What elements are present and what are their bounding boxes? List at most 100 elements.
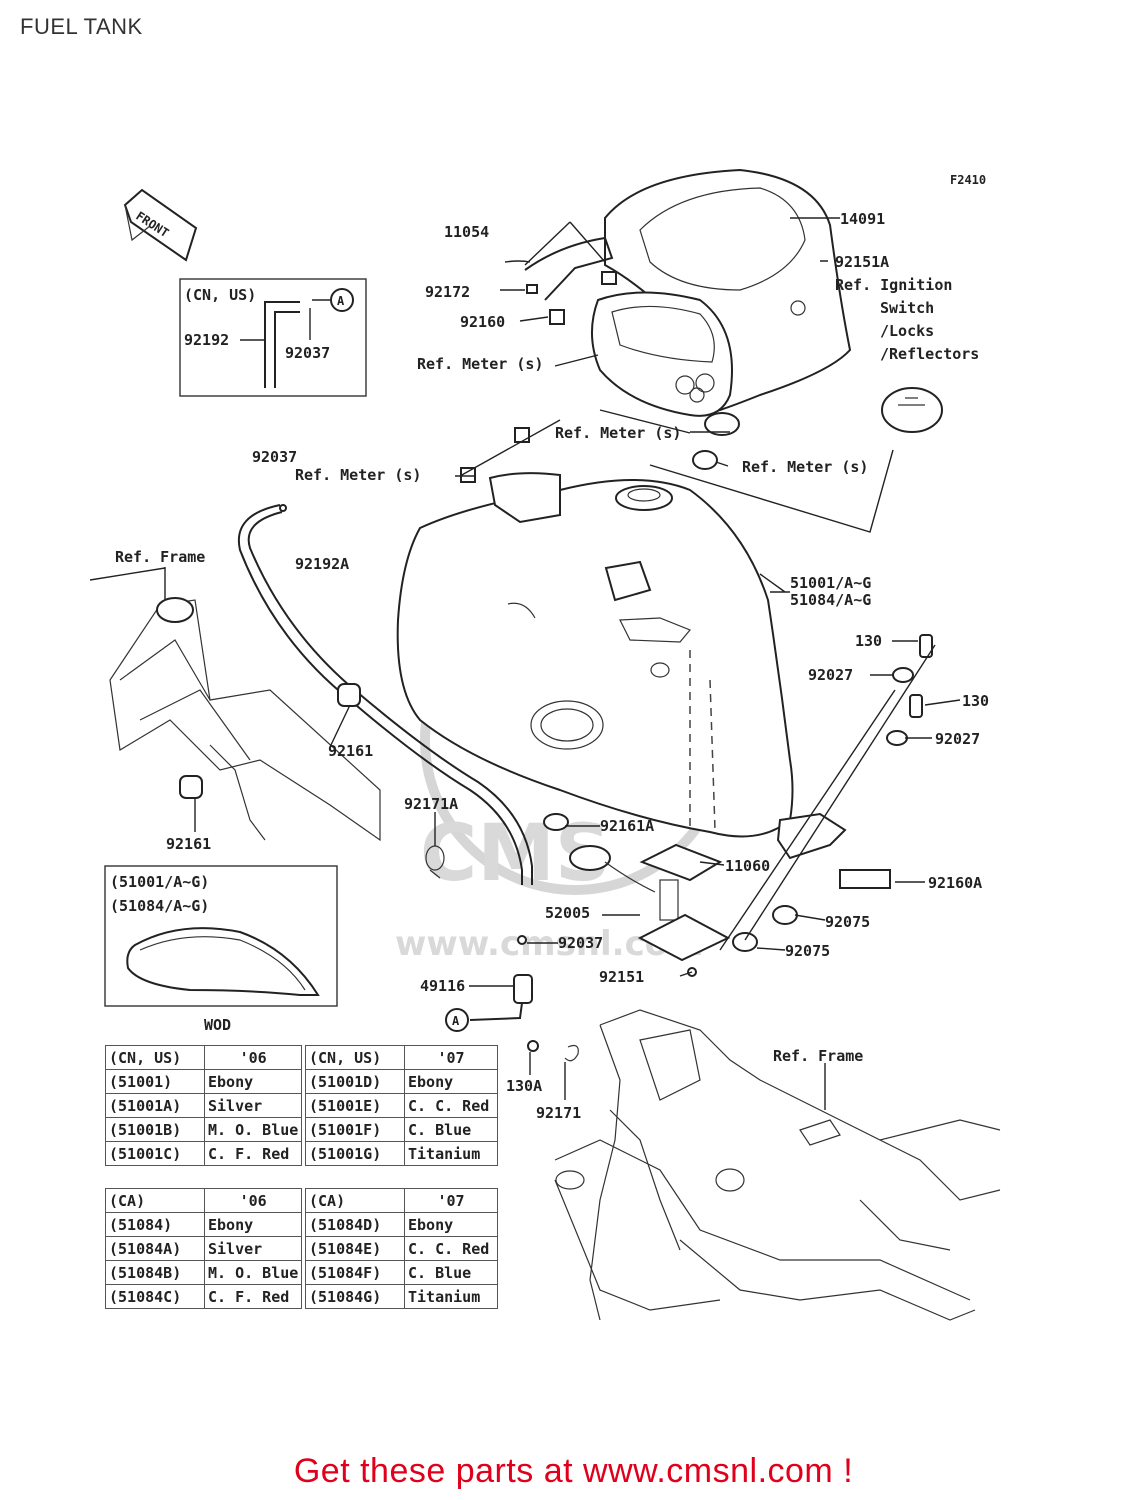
- label-92192A: 92192A: [295, 555, 349, 573]
- table-header-region: (CA): [305, 1188, 405, 1213]
- table-row: (51084E)C. C. Red: [305, 1236, 498, 1261]
- color-table-cn-us-07: (CN, US)'07 (51001D)Ebony (51001E)C. C. …: [305, 1045, 498, 1166]
- table-row: (51084G)Titanium: [305, 1284, 498, 1309]
- meter-body-part: [590, 291, 740, 436]
- part-code: (51001C): [105, 1141, 205, 1166]
- label-92160: 92160: [460, 313, 505, 331]
- color-name: C. C. Red: [404, 1093, 498, 1118]
- ref-ignition-line-3: /Locks: [880, 322, 934, 340]
- label-51001: 51001/A~G: [790, 574, 871, 592]
- label-92027-a: 92027: [808, 666, 853, 684]
- color-name: C. F. Red: [203, 1141, 303, 1166]
- label-130A: 130A: [506, 1077, 542, 1095]
- label-92172: 92172: [425, 283, 470, 301]
- table-header-year: '07: [404, 1188, 498, 1213]
- part-code: (51001): [105, 1069, 205, 1094]
- label-92151: 92151: [599, 968, 644, 986]
- color-name: Ebony: [203, 1212, 303, 1237]
- table-header-year: '06: [203, 1188, 303, 1213]
- label-92075-b: 92075: [785, 942, 830, 960]
- label-92171: 92171: [536, 1104, 581, 1122]
- table-header-region: (CN, US): [105, 1045, 205, 1070]
- table-row: (51001C)C. F. Red: [105, 1141, 303, 1166]
- color-name: C. Blue: [404, 1260, 498, 1285]
- fuel-tank-part: [396, 472, 847, 860]
- label-92151A: 92151A: [835, 253, 889, 271]
- grommet-ref-meter: [514, 427, 530, 443]
- fuel-pump-part: [569, 843, 731, 977]
- ref-meter-label-4: Ref. Meter (s): [295, 466, 421, 484]
- clip-92037-top: [279, 504, 287, 512]
- part-code: (51084A): [105, 1236, 205, 1261]
- part-code: (51084G): [305, 1284, 405, 1309]
- label-11060: 11060: [725, 857, 770, 875]
- page-title: FUEL TANK: [20, 14, 143, 39]
- table-header-year: '06: [203, 1045, 303, 1070]
- inset-cn-us-hose: (CN, US) A 92192 92037: [179, 278, 367, 397]
- connector-a-circle-icon: [330, 288, 354, 312]
- color-name: C. Blue: [404, 1117, 498, 1142]
- table-row: (51084A)Silver: [105, 1236, 303, 1261]
- table-row: (51001F)C. Blue: [305, 1117, 498, 1142]
- table-row: (51001)Ebony: [105, 1069, 303, 1094]
- inset-part-92037: 92037: [285, 344, 330, 362]
- inset-wod: (51001/A~G) (51084/A~G) WOD: [104, 865, 338, 1034]
- label-49116: 49116: [420, 977, 465, 995]
- table-row: (51001A)Silver: [105, 1093, 303, 1118]
- table-row: (51084F)C. Blue: [305, 1260, 498, 1285]
- ref-ignition-line-4: /Reflectors: [880, 345, 979, 363]
- front-arrow-icon: FRONT: [123, 188, 198, 262]
- ignition-switch-part: [881, 387, 943, 433]
- label-92161-left: 92161: [166, 835, 211, 853]
- label-130-b: 130: [962, 692, 989, 710]
- table-row: (51001D)Ebony: [305, 1069, 498, 1094]
- table-row: (51001G)Titanium: [305, 1141, 498, 1166]
- color-name: C. C. Red: [404, 1236, 498, 1261]
- inset-circle-letter: A: [337, 294, 345, 308]
- footer-link[interactable]: Get these parts at www.cmsnl.com !: [293, 1452, 854, 1490]
- figure-code: F2410: [950, 173, 986, 187]
- label-51084: 51084/A~G: [790, 591, 871, 609]
- label-52005: 52005: [545, 904, 590, 922]
- label-130-a: 130: [855, 632, 882, 650]
- bolts-and-washers: [732, 634, 933, 952]
- label-14091: 14091: [840, 210, 885, 228]
- label-92027-b: 92027: [935, 730, 980, 748]
- table-row: (51084D)Ebony: [305, 1212, 498, 1237]
- clamps-and-filter: [425, 813, 579, 1062]
- grommet-92160-top: [601, 271, 617, 285]
- part-code: (51084D): [305, 1212, 405, 1237]
- bracket-11054-part: [524, 236, 614, 301]
- wod-caption: WOD: [204, 1016, 231, 1034]
- ref-meter-label-1: Ref. Meter (s): [417, 355, 543, 373]
- part-code: (51084): [105, 1212, 205, 1237]
- part-code: (51084C): [105, 1284, 205, 1309]
- color-name: Silver: [203, 1236, 303, 1261]
- part-code: (51084E): [305, 1236, 405, 1261]
- wod-code-2: (51084/A~G): [110, 897, 209, 915]
- frame-section-right: [554, 1009, 1001, 1321]
- label-92037-mid: 92037: [558, 934, 603, 952]
- color-name: Titanium: [404, 1284, 498, 1309]
- ref-frame-label-1: Ref. Frame: [115, 548, 205, 566]
- color-name: M. O. Blue: [203, 1260, 303, 1285]
- part-code: (51084F): [305, 1260, 405, 1285]
- part-code: (51001F): [305, 1117, 405, 1142]
- ref-ignition-line-2: Switch: [880, 299, 934, 317]
- table-row: (51084C)C. F. Red: [105, 1284, 303, 1309]
- color-name: Ebony: [203, 1069, 303, 1094]
- label-92161-right: 92161: [328, 742, 373, 760]
- part-code: (51001B): [105, 1117, 205, 1142]
- ref-meter-label-3: Ref. Meter (s): [742, 458, 868, 476]
- label-11054: 11054: [444, 223, 489, 241]
- color-name: Titanium: [404, 1141, 498, 1166]
- color-table-ca-07: (CA)'07 (51084D)Ebony (51084E)C. C. Red …: [305, 1188, 498, 1309]
- part-code: (51001G): [305, 1141, 405, 1166]
- label-92037-top: 92037: [252, 448, 297, 466]
- table-header-region: (CA): [105, 1188, 205, 1213]
- part-code: (51001A): [105, 1093, 205, 1118]
- inset-region-label: (CN, US): [184, 286, 256, 304]
- table-header-year: '07: [404, 1045, 498, 1070]
- part-code: (51001D): [305, 1069, 405, 1094]
- part-code: (51084B): [105, 1260, 205, 1285]
